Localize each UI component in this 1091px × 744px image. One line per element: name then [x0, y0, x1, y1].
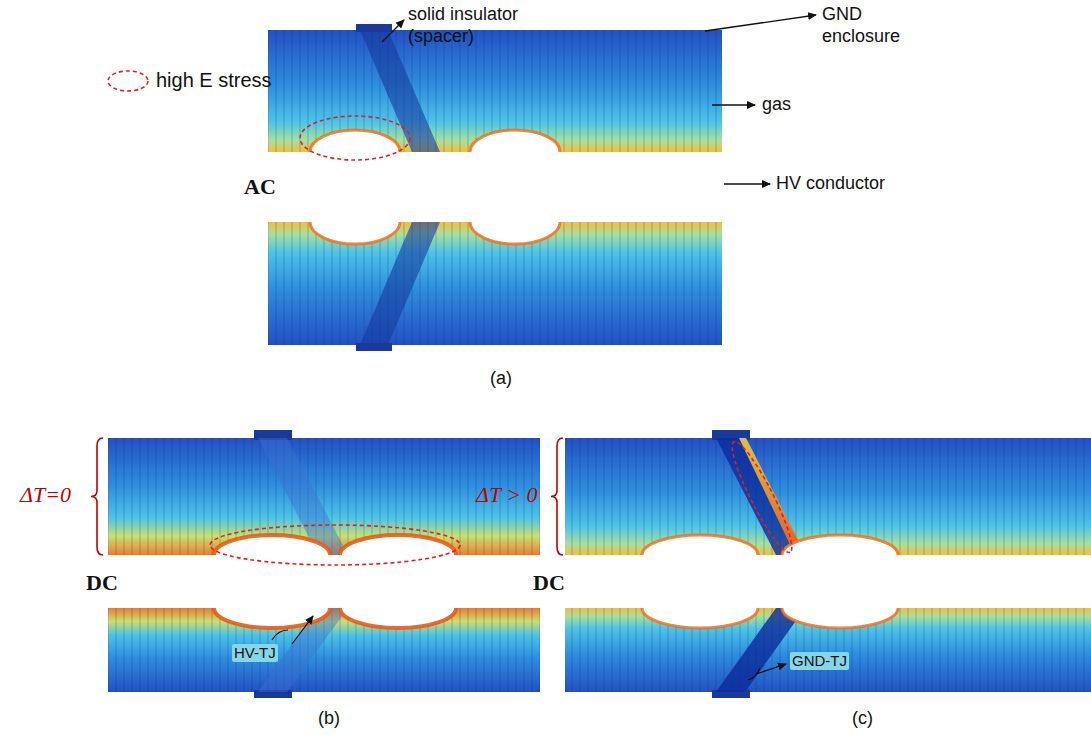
- part-label: gas: [762, 94, 791, 116]
- panel-c: [551, 430, 1091, 698]
- legend-swatch: [108, 71, 148, 91]
- angle-arc: [272, 630, 288, 640]
- junction-label: GND-TJ: [790, 652, 849, 670]
- leader-arrow: [756, 664, 786, 674]
- panel-a: [268, 15, 816, 351]
- brace: [551, 438, 563, 555]
- gas-field-top: [108, 438, 540, 555]
- gas-field-bottom: [108, 608, 540, 692]
- part-label: HV conductor: [776, 173, 885, 195]
- high-field-rim: [642, 608, 898, 628]
- panel-label: (b): [318, 708, 340, 730]
- high-field-rim: [214, 608, 456, 628]
- voltage-type-label: AC: [244, 174, 276, 200]
- temperature-label: ΔT > 0: [476, 482, 538, 508]
- leader-arrow: [705, 15, 816, 31]
- field-lines: [108, 608, 540, 692]
- high-stress-marker: [300, 116, 410, 160]
- high-stress-marker: [724, 437, 800, 557]
- field-lines: [108, 438, 540, 555]
- panel-label: (c): [852, 708, 873, 730]
- high-stress-marker: [210, 525, 460, 565]
- leader-arrow: [724, 183, 770, 184]
- voltage-type-label: DC: [86, 570, 118, 596]
- panel-b: [91, 430, 540, 698]
- brace: [91, 438, 103, 555]
- angle-arc: [748, 668, 760, 680]
- leader-arrow: [292, 616, 313, 644]
- leader-arrow: [712, 104, 755, 105]
- part-label: solid insulator (spacer): [408, 4, 540, 47]
- high-field-rim: [310, 130, 560, 152]
- leader-arrow: [382, 20, 404, 42]
- high-field-rim: [214, 535, 456, 555]
- high-field-rim: [310, 222, 560, 244]
- temperature-label: ΔT=0: [20, 482, 71, 508]
- junction-label: HV-TJ: [232, 644, 278, 662]
- high-field-rim: [642, 535, 898, 555]
- voltage-type-label: DC: [533, 570, 565, 596]
- panel-label: (a): [490, 368, 512, 390]
- part-label: GND enclosure: [822, 4, 922, 47]
- legend-text: high E stress: [156, 68, 272, 92]
